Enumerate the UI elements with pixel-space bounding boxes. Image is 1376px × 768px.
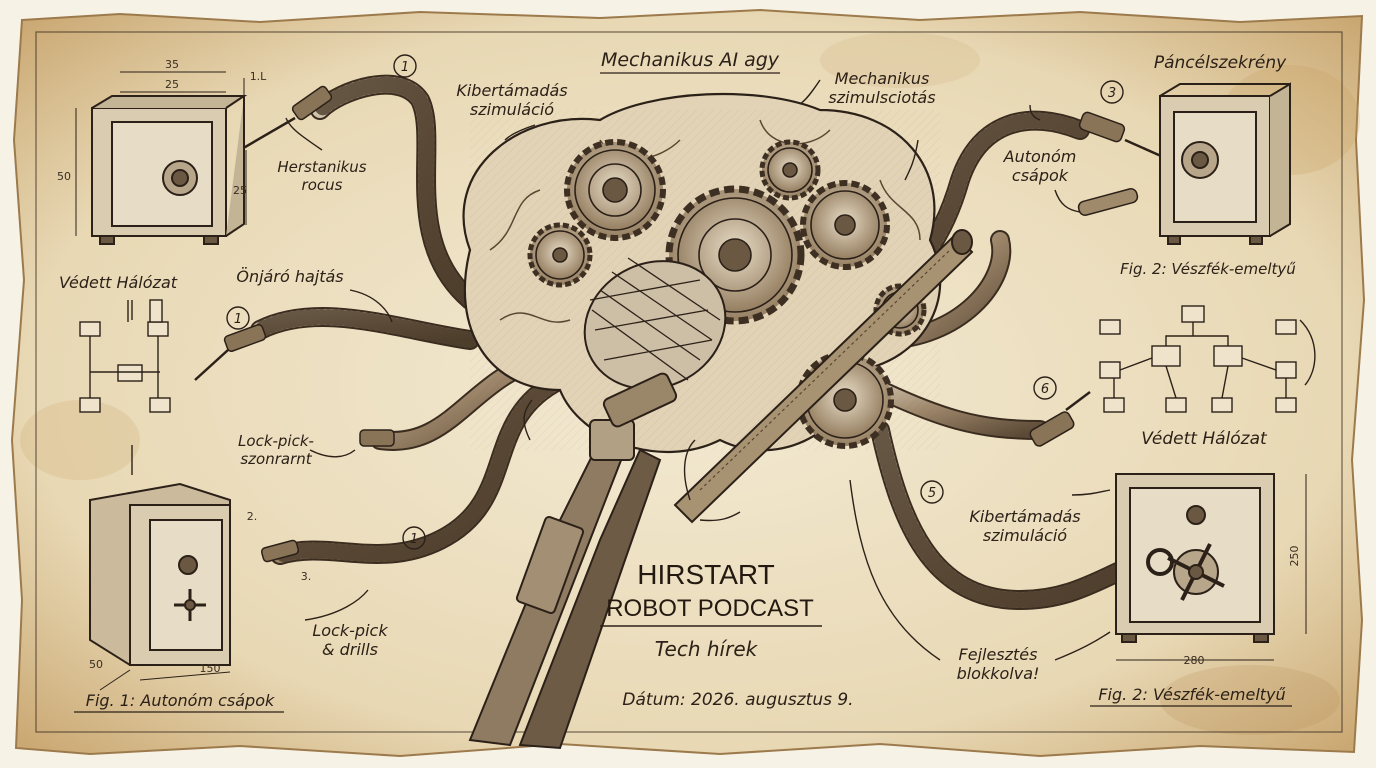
fig1-label: Fig. 1: Autonóm csápok [86, 691, 275, 710]
callout-1-bottom: 1 [402, 526, 426, 550]
annotation-arrows [131, 79, 1316, 661]
self-drive-label: Önjáró hajtás [236, 267, 343, 286]
dim-25-vert: 25 [233, 184, 247, 197]
fig2-top-label: Fig. 2: Vészfék-emeltyű [1120, 260, 1296, 278]
protected-network-right: Védett Hálózat [1141, 429, 1268, 449]
svg-text:5: 5 [928, 486, 936, 501]
network-right [1099, 305, 1297, 413]
labels-layer: Mechanikus AI agy Páncélszekrény Kibertá… [57, 49, 1301, 713]
svg-text:3: 3 [1108, 86, 1116, 101]
callout-3: 3 [1100, 80, 1124, 104]
callout-1-mid: 1 [226, 306, 250, 330]
safe-top-right [1159, 82, 1291, 245]
callout-5: 5 [920, 480, 944, 504]
fig2-bottom-label: Fig. 2: Vészfék-emeltyű [1098, 685, 1285, 704]
safe-label: Páncélszekrény [1154, 53, 1287, 73]
network-left [79, 299, 171, 413]
lockpick-component-label: Lock-pick-szonrarnt [238, 432, 314, 468]
safe-bottom-right [1115, 473, 1307, 661]
tentacles [250, 74, 1160, 611]
safe-top-left [75, 71, 248, 245]
dim-50-bottom: 50 [89, 658, 103, 671]
tool-tips [194, 85, 1171, 563]
protected-network-left: Védett Hálózat [59, 273, 178, 292]
podcast-title-line2: ROBOT PODCAST [606, 595, 814, 622]
dim-35: 35 [165, 58, 179, 71]
svg-text:1: 1 [410, 532, 418, 547]
dim-50-left: 50 [57, 170, 71, 183]
callout-1-top: 1 [393, 54, 417, 78]
podcast-subtitle: Tech hírek [655, 637, 759, 661]
svg-text:6: 6 [1041, 382, 1049, 397]
dim-25: 25 [165, 78, 179, 91]
emergency-lever [673, 229, 974, 524]
dim-2: 2. [247, 510, 258, 523]
dim-1l: 1.L [250, 70, 267, 83]
dim-150: 150 [200, 662, 221, 675]
lockpick-drills-label: Lock-pick& drills [312, 621, 388, 659]
frame-border [35, 31, 1343, 733]
svg-text:1: 1 [234, 312, 242, 327]
dim-3: 3. [301, 570, 312, 583]
svg-text:1: 1 [401, 60, 409, 75]
safe-bottom-left [89, 482, 231, 691]
podcast-title-line1: HIRSTART [637, 559, 774, 590]
podcast-date: Dátum: 2026. augusztus 9. [622, 690, 853, 710]
title-brain-label: Mechanikus AI agy [601, 49, 780, 71]
robot-arm-microphone [468, 257, 727, 750]
dim-280: 280 [1184, 654, 1205, 667]
callout-6: 6 [1033, 376, 1057, 400]
dim-250: 250 [1288, 546, 1301, 567]
